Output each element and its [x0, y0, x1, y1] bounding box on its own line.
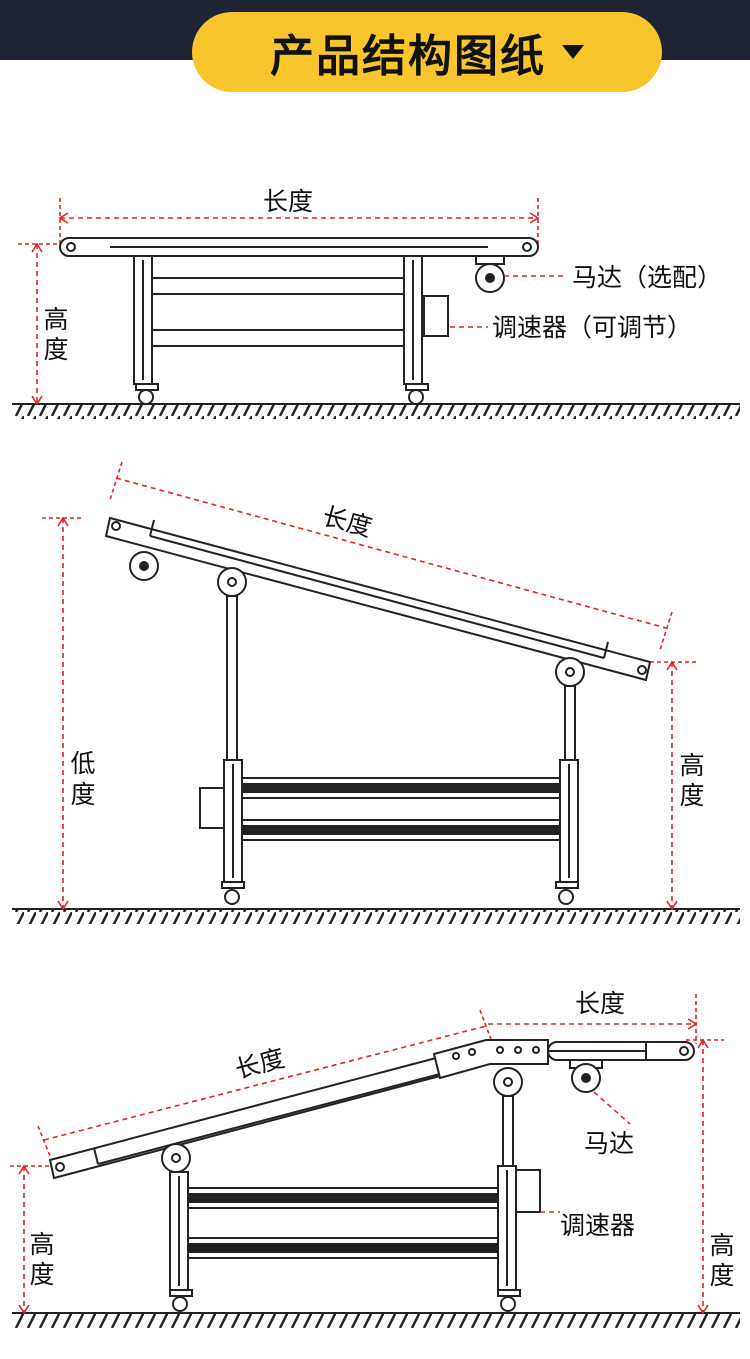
- low-dimension: [42, 516, 84, 911]
- incline-length-label: 长度: [232, 1043, 288, 1084]
- motor-icon: [569, 1059, 603, 1093]
- conveyor-belt: [59, 237, 539, 257]
- length-label: 长度: [263, 187, 313, 216]
- right-height-label-2: 度: [709, 1261, 734, 1290]
- caster-wheels: [135, 383, 429, 405]
- motor-label: 马达: [584, 1129, 634, 1158]
- low-label-2: 度: [70, 780, 95, 809]
- flat-belt: [547, 1041, 695, 1061]
- motor-label: 马达（选配）: [572, 263, 722, 292]
- incline-flat-conveyor-diagram: 长度 长度 高 度 高 度: [10, 989, 740, 1328]
- conveyor-belt: [104, 516, 652, 682]
- motor-callout-line: [593, 1091, 631, 1125]
- frame: [187, 1187, 499, 1259]
- height-label-2: 度: [43, 335, 68, 364]
- speed-controller-box: [515, 1169, 541, 1213]
- caret-down-icon: [562, 45, 584, 59]
- left-height-label-2: 度: [29, 1260, 54, 1289]
- frame: [241, 777, 561, 841]
- height-label-2: 度: [679, 781, 704, 810]
- motor-icon: [475, 255, 505, 293]
- height-label: 高: [43, 305, 68, 334]
- controller-label: 调速器: [560, 1211, 635, 1240]
- title-banner: 产品结构图纸: [192, 12, 662, 92]
- speed-controller-box: [199, 787, 225, 829]
- height-dimension: [18, 242, 62, 406]
- ground-line: [12, 1312, 740, 1328]
- joint-plate: [432, 1039, 549, 1080]
- caster-wheels: [169, 1289, 521, 1312]
- right-height-label: 高: [709, 1231, 734, 1260]
- left-height-label: 高: [29, 1230, 54, 1259]
- ground-line: [12, 908, 740, 924]
- frame: [133, 255, 423, 385]
- controller-label: 调速器（可调节）: [492, 313, 692, 342]
- speed-controller-box: [423, 295, 449, 337]
- caster-wheels: [221, 881, 579, 905]
- ground-line: [12, 403, 740, 419]
- incline-length-dimension: [37, 1009, 493, 1157]
- length-dimension: [58, 198, 540, 244]
- motor-icon: [129, 551, 159, 581]
- left-height-dimension: [10, 1164, 50, 1315]
- low-label: 低: [70, 749, 95, 778]
- flat-length-dimension: [488, 994, 698, 1044]
- page-title: 产品结构图纸: [270, 31, 546, 82]
- height-dimension: [650, 660, 696, 911]
- height-label: 高: [679, 751, 704, 780]
- right-height-dimension: [686, 1038, 724, 1315]
- flat-length-label: 长度: [575, 989, 625, 1018]
- inclined-conveyor-diagram: 长度 低 度 高 度: [12, 461, 740, 924]
- flat-conveyor-diagram: 长度 高 度: [12, 187, 740, 419]
